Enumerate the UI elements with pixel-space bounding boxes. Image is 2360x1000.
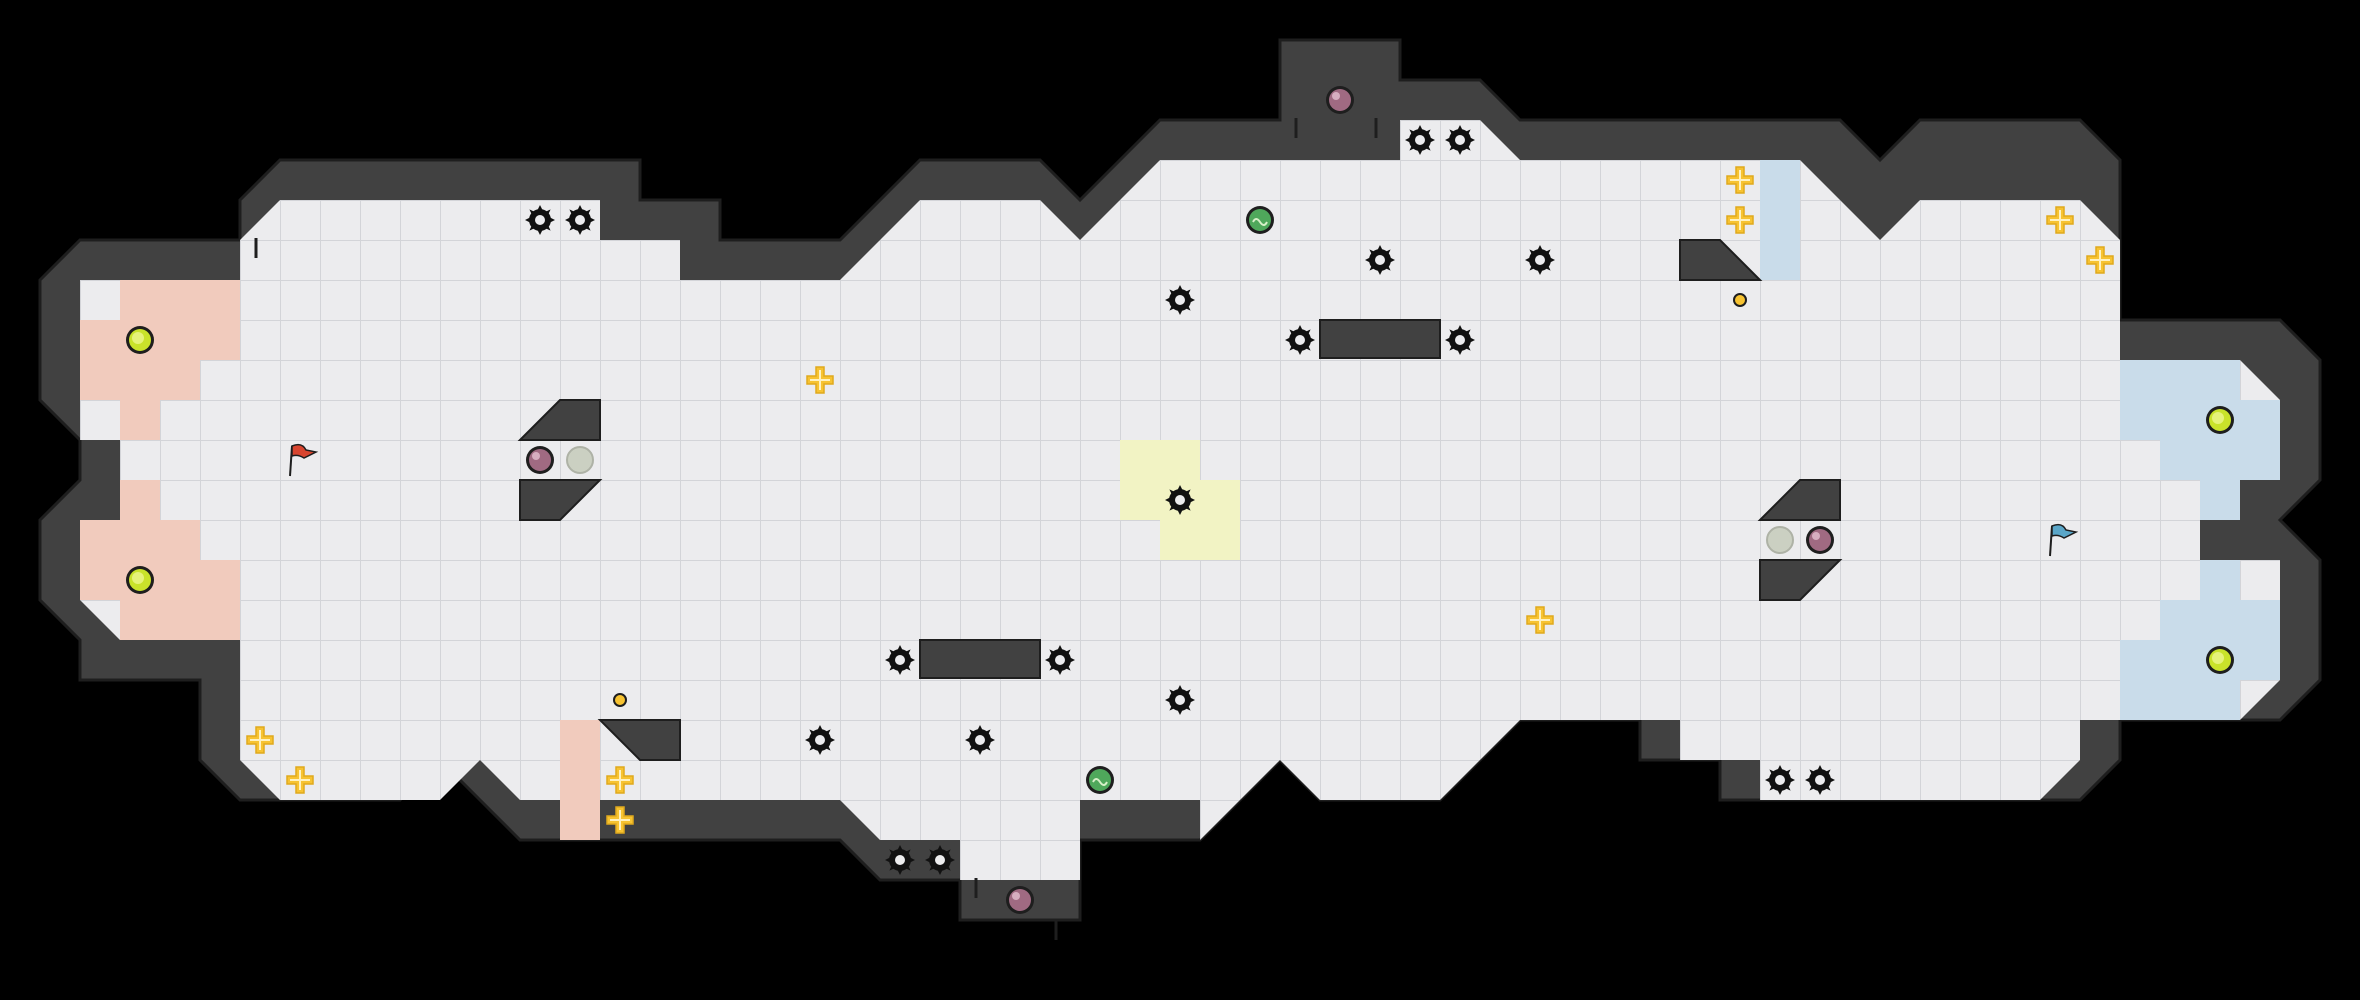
bomb-icon: [1006, 886, 1034, 914]
blue-flag-icon: [2049, 523, 2079, 557]
powerup-icon: [2206, 406, 2234, 434]
red-team-zone: [80, 280, 600, 840]
spike-icon: [565, 205, 595, 235]
spike-icon: [1405, 125, 1435, 155]
powerup-icon: [126, 326, 154, 354]
spike-icon: [1365, 245, 1395, 275]
spike-icon: [1805, 765, 1835, 795]
powerup-icon: [2206, 646, 2234, 674]
spike-icon: [885, 845, 915, 875]
spike-icon: [1525, 245, 1555, 275]
spike-icon: [1165, 685, 1195, 715]
spike-icon: [1445, 325, 1475, 355]
mine-dot: [613, 693, 627, 707]
bomb-icon: [526, 446, 554, 474]
blue-team-zone: [1760, 160, 2280, 720]
bomb-icon: [1806, 526, 1834, 554]
gate-button-icon: [1766, 526, 1794, 554]
spike-icon: [1285, 325, 1315, 355]
portal-icon: [1085, 765, 1115, 795]
spike-icon: [1165, 485, 1195, 515]
spike-icon: [1165, 285, 1195, 315]
spike-icon: [805, 725, 835, 755]
spike-icon: [1045, 645, 1075, 675]
red-flag-icon: [289, 443, 319, 477]
bomb-icon: [1326, 86, 1354, 114]
spike-icon: [1445, 125, 1475, 155]
spike-icon: [885, 645, 915, 675]
gate-button-icon: [566, 446, 594, 474]
spike-icon: [965, 725, 995, 755]
portal-icon: [1245, 205, 1275, 235]
interior-walls: [517, 239, 1843, 761]
mine-dot: [1733, 293, 1747, 307]
powerup-icon: [126, 566, 154, 594]
spike-icon: [525, 205, 555, 235]
spike-icon: [925, 845, 955, 875]
spike-icon: [1765, 765, 1795, 795]
